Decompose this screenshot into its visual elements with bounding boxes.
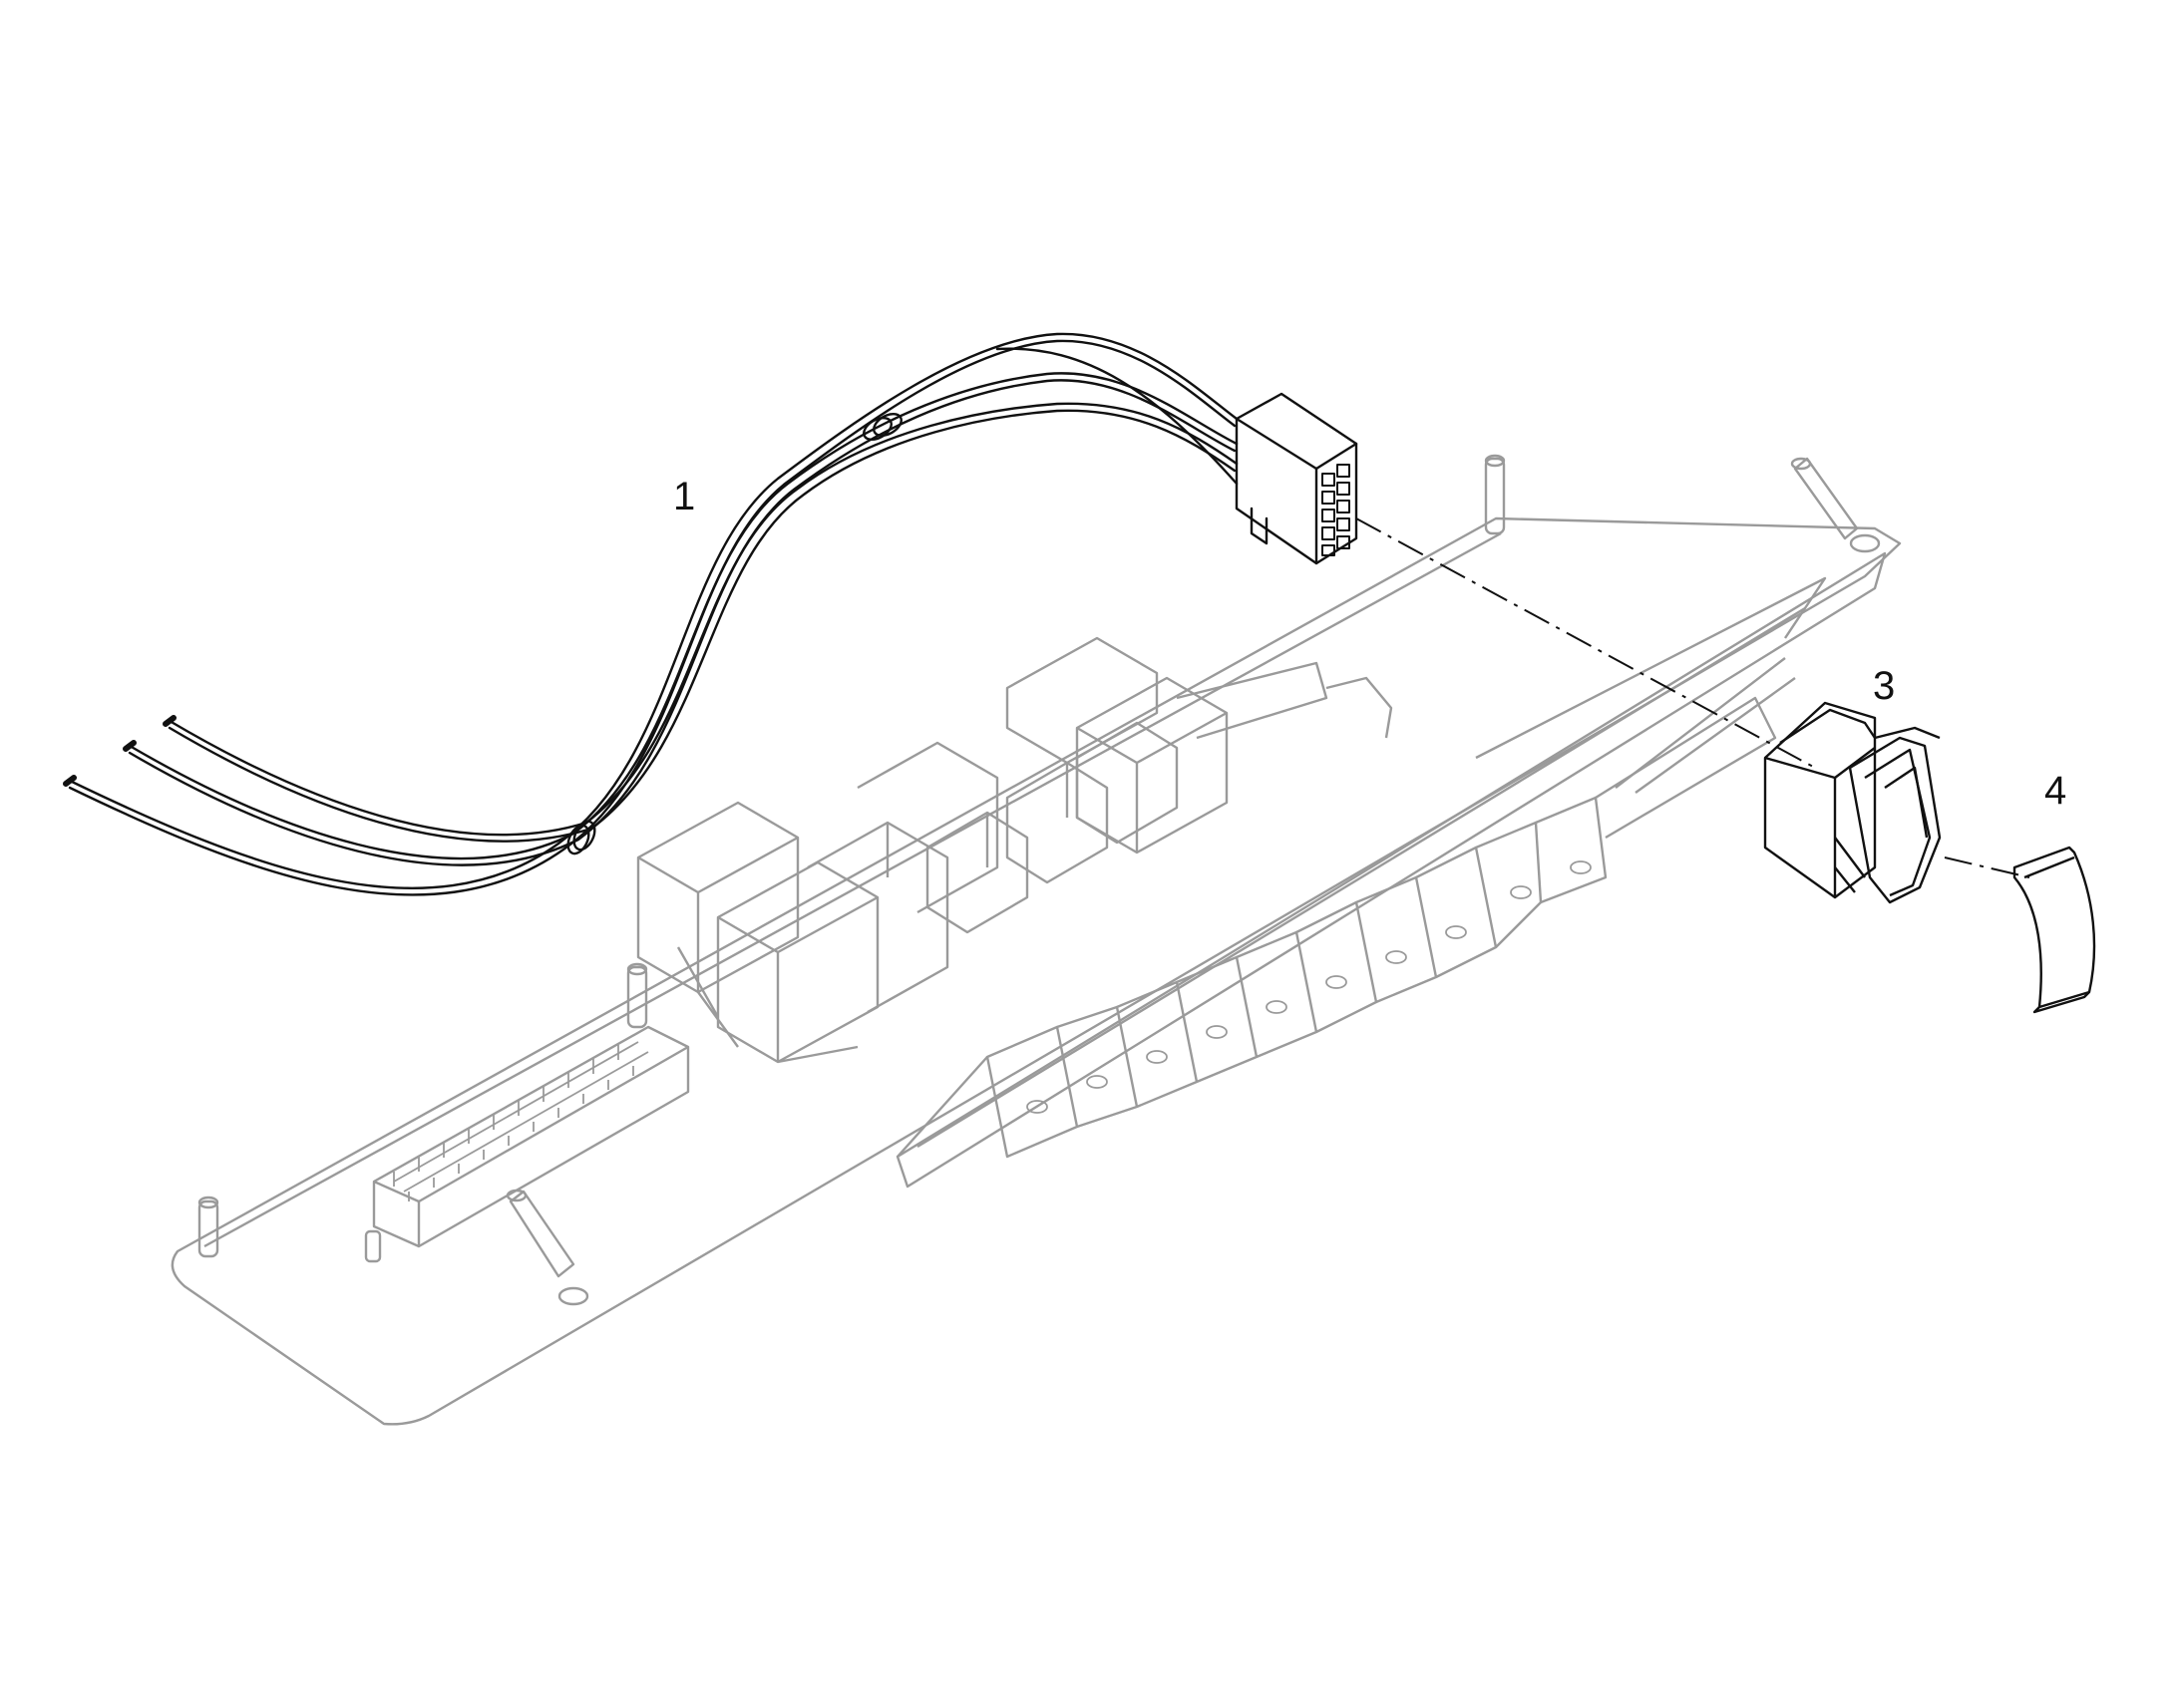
wire-a [68, 332, 1239, 889]
callout-4: 4 [2044, 769, 2067, 813]
cable-tie-lower [566, 820, 596, 855]
wire-d [995, 347, 1239, 486]
connector-housing [1235, 392, 1358, 565]
base-plate [171, 516, 1902, 1426]
standoff-posts [197, 454, 1881, 1306]
callout-1: 1 [673, 475, 696, 518]
wire-b [128, 372, 1239, 860]
switch-panel-assembly [171, 454, 1902, 1426]
wire-tip-1 [63, 775, 77, 787]
rocker-switch-row [897, 657, 1796, 1159]
wire-tip-2 [123, 740, 137, 752]
wire-c-edge [168, 409, 1237, 843]
rocker-switch [1763, 701, 1942, 904]
base-plate-top-edge [203, 531, 1502, 1248]
panel-rail-inner-2 [1475, 576, 1827, 760]
fuse-block [372, 1025, 690, 1248]
callout-3: 3 [1873, 664, 1896, 708]
wire-harness [63, 332, 1358, 896]
panel-rail [896, 551, 1887, 1189]
relay-cluster [636, 636, 1393, 1064]
wire-tip-3 [163, 715, 177, 727]
cable-tie-upper [863, 412, 903, 442]
wire-c [168, 402, 1239, 837]
panel-rail-inner [916, 606, 1806, 1149]
alignment-line [1355, 517, 2030, 878]
rocker-cap [2012, 846, 2096, 1014]
